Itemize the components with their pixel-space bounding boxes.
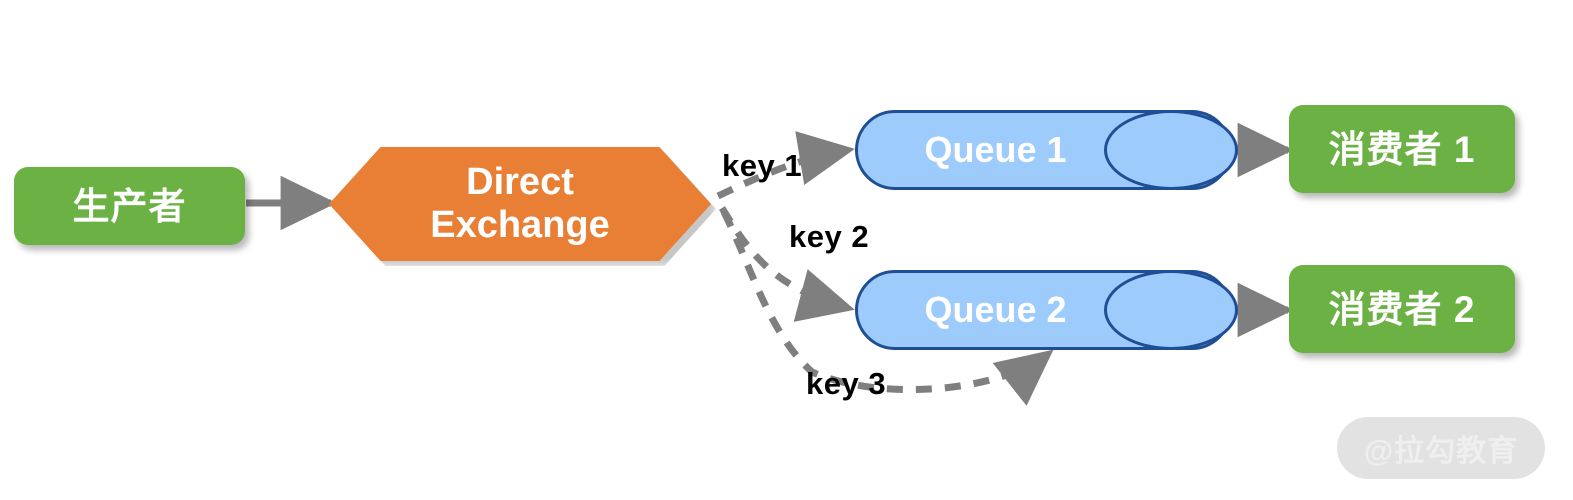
watermark-label: @拉勾教育 (1363, 435, 1519, 468)
queue-2-node[interactable]: Queue 2 (855, 270, 1238, 350)
exchange-label: Direct Exchange (430, 161, 610, 246)
producer-label: 生产者 (72, 185, 187, 227)
routing-key-3-label: key 3 (806, 366, 887, 401)
consumer-1-label: 消费者 1 (1328, 128, 1476, 170)
producer-node[interactable]: 生产者 (14, 167, 245, 245)
watermark: @拉勾教育 (1337, 417, 1545, 479)
queue-1-head-ellipse (1104, 110, 1238, 190)
direct-exchange-node[interactable]: Direct Exchange (329, 147, 711, 261)
queue-1-label: Queue 1 (924, 129, 1067, 170)
queue-2-label: Queue 2 (924, 289, 1067, 330)
consumer-2-label: 消费者 2 (1328, 288, 1476, 330)
routing-key-2-label: key 2 (789, 219, 870, 254)
queue-1-node[interactable]: Queue 1 (855, 110, 1238, 190)
routing-key-1-label: key 1 (722, 148, 803, 183)
consumer-1-node[interactable]: 消费者 1 (1289, 105, 1515, 193)
queue-2-head-ellipse (1104, 270, 1238, 350)
consumer-2-node[interactable]: 消费者 2 (1289, 265, 1515, 353)
